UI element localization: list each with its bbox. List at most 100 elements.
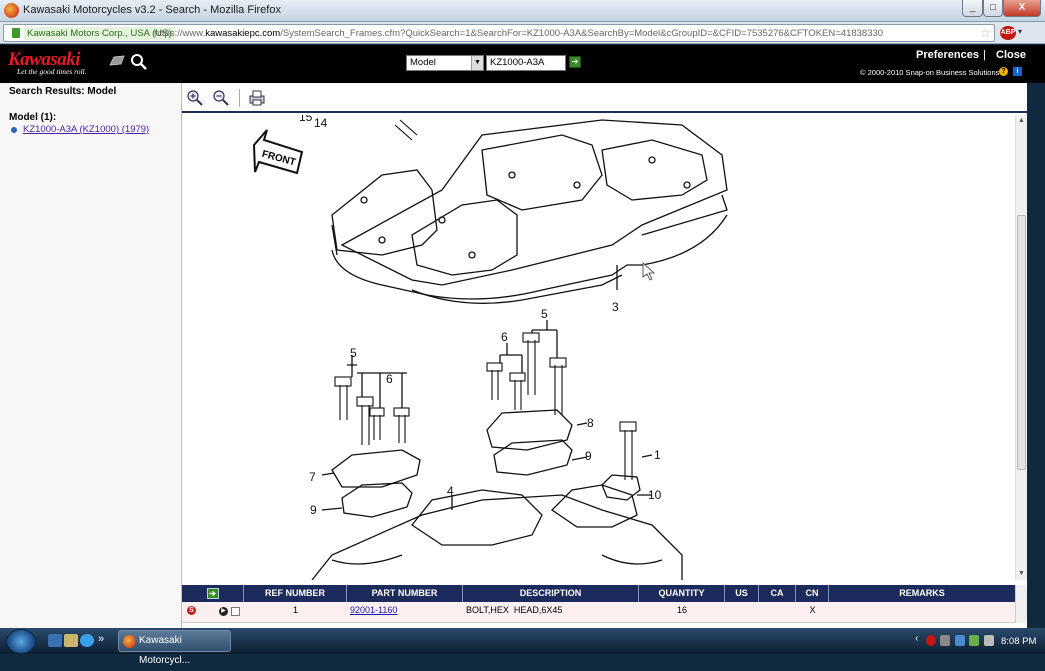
url-prefix: https://www. (154, 28, 206, 39)
tray-icon[interactable] (940, 635, 950, 646)
search-by-value: Model (410, 57, 436, 68)
preferences-link[interactable]: Preferences (916, 49, 979, 61)
callout-7: 7 (309, 470, 316, 484)
cell-quantity: 16 (676, 605, 687, 615)
callout-14: 14 (314, 116, 328, 130)
adblock-dropdown-icon[interactable]: ▾ (1018, 27, 1023, 36)
col-actions: ➔ (182, 585, 244, 602)
minimize-button[interactable]: _ (962, 0, 983, 17)
address-field[interactable]: Kawasaki Motors Corp., USA (US) https://… (3, 24, 995, 42)
front-arrow: FRONT (252, 129, 304, 175)
catalog-icon[interactable] (108, 54, 126, 68)
col-us: US (725, 585, 759, 602)
kawasaki-logo: Kawasaki (8, 49, 81, 70)
firefox-icon (123, 635, 136, 648)
cell-us (725, 602, 759, 623)
model-count-label: Model (1): (9, 112, 57, 123)
adblock-tray-icon[interactable] (926, 635, 936, 646)
col-cn: CN (796, 585, 829, 602)
url-domain: kawasakiepc.com (205, 28, 281, 39)
table-scrollbar[interactable] (1015, 585, 1027, 623)
explorer-icon[interactable] (64, 634, 78, 647)
callout-1: 1 (654, 448, 661, 462)
header-separator: | (983, 49, 986, 61)
callout-9-right: 9 (585, 449, 592, 463)
url-text[interactable]: https://www.kawasakiepc.com/SystemSearch… (154, 28, 954, 39)
zoom-in-icon[interactable] (186, 89, 204, 107)
scroll-up-icon[interactable]: ▲ (1018, 117, 1025, 124)
site-identity-badge[interactable]: Kawasaki Motors Corp., USA (US) (24, 27, 175, 40)
ie-icon[interactable] (80, 634, 94, 647)
illustration-panel: FRONT 15 14 3 5 6 5 6 8 9 1 10 7 9 4 ▲ ▼… (182, 83, 1027, 628)
callout-6-right: 6 (501, 330, 508, 344)
cell-remarks (829, 602, 1015, 623)
search-icon[interactable] (130, 53, 148, 71)
add-to-list-icon[interactable]: ➔ (206, 588, 219, 599)
zoom-out-icon[interactable] (212, 89, 230, 107)
play-icon[interactable]: ▶ (219, 607, 228, 616)
help-icon[interactable]: ? (999, 67, 1008, 76)
taskbar-firefox-label: Kawasaki Motorcycl... (139, 635, 191, 666)
part-number-link[interactable]: 92001-1160 (350, 605, 398, 615)
parts-diagram[interactable]: FRONT 15 14 3 5 6 5 6 8 9 1 10 7 9 4 (182, 115, 1015, 580)
navigation-bar: Kawasaki Motors Corp., USA (US) https://… (0, 22, 1045, 44)
tray-app-icon[interactable] (969, 635, 979, 646)
scroll-down-icon[interactable]: ▼ (1018, 570, 1025, 577)
table-row[interactable]: S ▶ 1 92001-1160 BOLT,HEX HEAD,6X45 16 X (182, 602, 1015, 623)
diagram-toolbar (182, 85, 1027, 113)
model-search-input[interactable]: KZ1000-A3A (486, 55, 566, 71)
taskbar-firefox-button[interactable]: Kawasaki Motorcycl... (118, 630, 231, 666)
copyright-text: © 2000-2010 Snap-on Business Solutions (860, 68, 1000, 77)
window-titlebar: Kawasaki Motorcycles v3.2 - Search - Moz… (0, 0, 1045, 22)
quicklaunch-more-icon[interactable]: » (98, 633, 105, 645)
firefox-icon (4, 3, 19, 18)
row-checkbox[interactable] (231, 607, 240, 616)
start-button[interactable] (6, 629, 36, 654)
print-icon[interactable] (248, 89, 266, 107)
callout-3: 3 (612, 300, 619, 314)
callout-5-right: 5 (541, 307, 548, 321)
lock-icon (12, 28, 20, 38)
bullet-icon (11, 127, 17, 133)
network-icon[interactable] (955, 635, 965, 646)
maximize-button[interactable]: □ (983, 0, 1003, 17)
chevron-down-icon: ▼ (471, 56, 483, 70)
windows-taskbar: » Kawasaki Motorcycl... ‹ 8:08 PM (0, 628, 1045, 666)
supersession-icon[interactable]: S (187, 606, 196, 615)
tray-expand-icon[interactable]: ‹ (915, 633, 919, 644)
volume-icon[interactable] (984, 635, 994, 646)
callout-9-left: 9 (310, 503, 317, 517)
col-quantity: QUANTITY (639, 585, 725, 602)
mouse-cursor-icon (642, 262, 656, 281)
clock[interactable]: 8:08 PM (1001, 636, 1037, 647)
toolbar-divider (239, 89, 240, 107)
show-desktop-icon[interactable] (48, 634, 62, 647)
col-remarks: REMARKS (899, 588, 945, 598)
cell-ca (759, 602, 796, 623)
go-button[interactable]: ➔ (569, 56, 581, 68)
search-by-select[interactable]: Model ▼ (406, 55, 484, 71)
bookmark-star-icon[interactable]: ☆ (980, 26, 991, 40)
callout-15: 15 (299, 115, 313, 124)
cell-description: BOLT,HEX HEAD,6X45 (466, 605, 563, 615)
callout-10: 10 (648, 488, 662, 502)
logo-tagline: Let the good times roll. (17, 67, 87, 76)
url-path: /SystemSearch_Frames.cfm?QuickSearch=1&S… (280, 28, 884, 39)
close-window-button[interactable]: X (1003, 0, 1041, 17)
callout-6-left: 6 (386, 372, 393, 386)
info-icon[interactable]: i (1013, 67, 1022, 76)
col-ref-number: REF NUMBER (244, 585, 347, 602)
parts-table-header: ➔ REF NUMBER PART NUMBER DESCRIPTION QUA… (182, 585, 1027, 602)
search-results-title: Search Results: Model (9, 86, 117, 97)
callout-5-left: 5 (350, 346, 357, 360)
scrollbar-thumb[interactable] (1017, 215, 1026, 470)
close-link[interactable]: Close (996, 49, 1026, 61)
app-header: Kawasaki Let the good times roll. Model … (0, 45, 1045, 83)
diagram-scrollbar[interactable]: ▲ ▼ (1015, 115, 1027, 580)
cell-ref-number: 1 (292, 605, 298, 615)
model-result-link[interactable]: KZ1000-A3A (KZ1000) (1979) (23, 124, 150, 135)
col-description: DESCRIPTION (463, 585, 639, 602)
adblock-icon[interactable]: ABP (1000, 26, 1016, 40)
callout-4: 4 (447, 484, 454, 498)
window-title: Kawasaki Motorcycles v3.2 - Search - Moz… (23, 4, 281, 16)
